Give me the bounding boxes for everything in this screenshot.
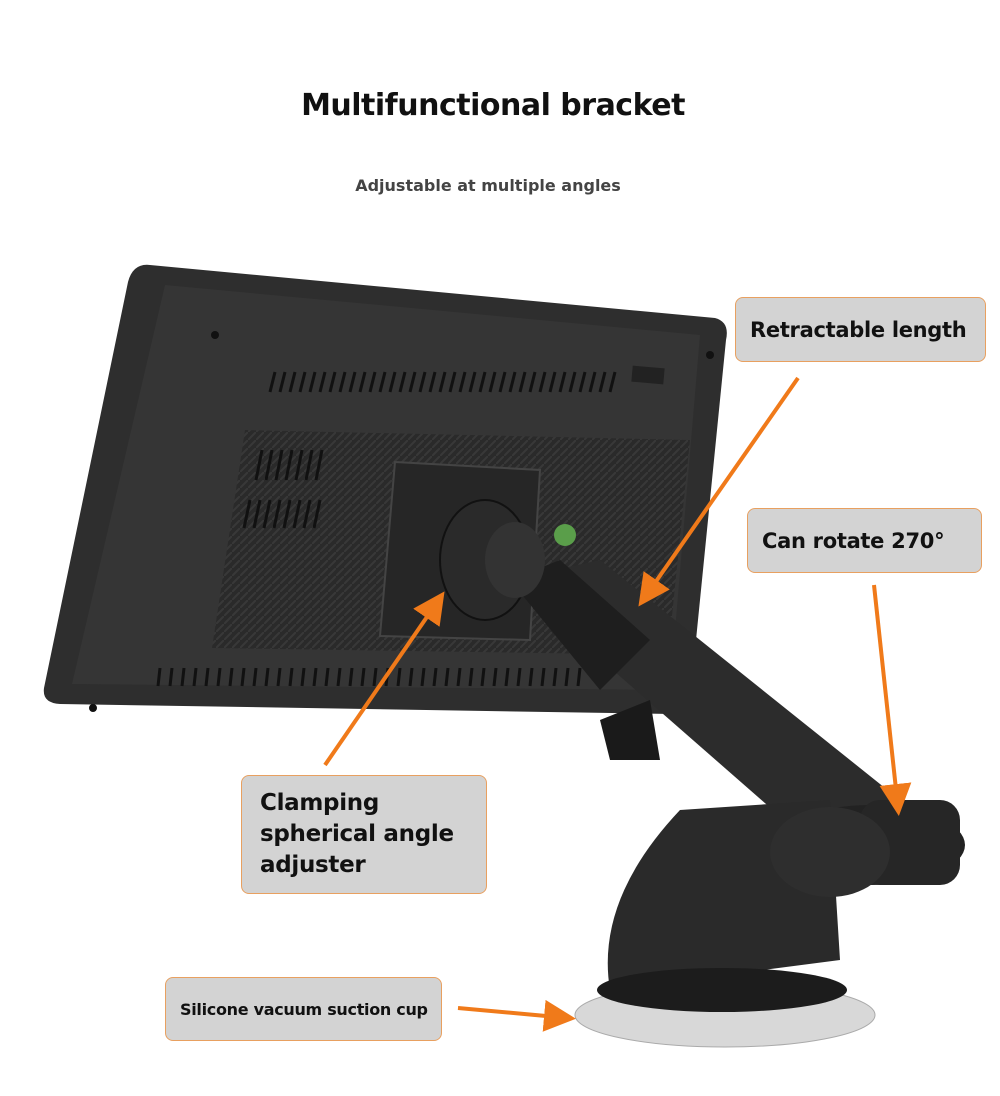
callout-suction-cup: Silicone vacuum suction cup	[165, 977, 442, 1041]
callout-retractable-length: Retractable length	[735, 297, 986, 362]
suction-base	[574, 800, 965, 1048]
arrow-retractable	[638, 376, 800, 607]
callout-arrows	[323, 376, 912, 1032]
page-title: Multifunctional bracket	[301, 88, 685, 123]
page-subtitle: Adjustable at multiple angles	[355, 176, 621, 195]
callout-rotate: Can rotate 270°	[747, 508, 982, 573]
arrow-rotate	[872, 584, 912, 816]
telescopic-arm	[439, 499, 900, 860]
arrow-suction	[457, 999, 576, 1032]
arrow-clamping	[323, 591, 445, 767]
callout-clamping-adjuster: Clamping spherical angle adjuster	[241, 775, 487, 894]
